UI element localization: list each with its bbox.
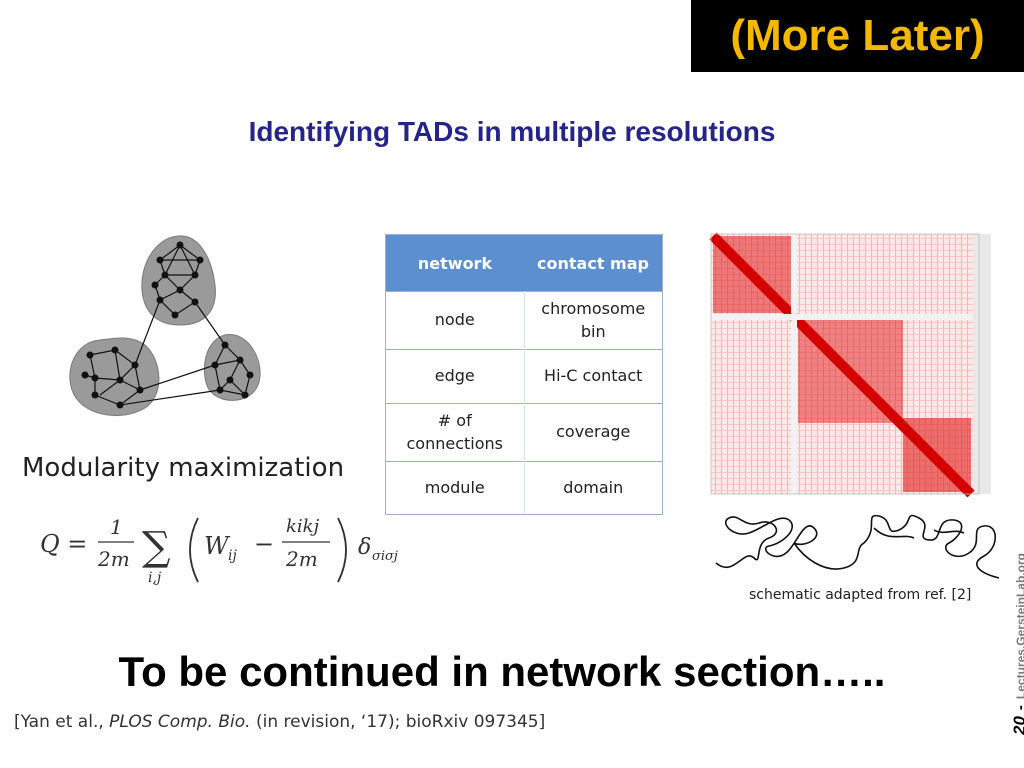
formula-frac1-den: 2m: [97, 547, 130, 571]
schematic-caption: schematic adapted from ref. [2]: [749, 587, 972, 603]
chromatin-schematic: [715, 514, 1000, 579]
table-header-row: network contact map: [386, 235, 662, 292]
module-blobs: [69, 235, 261, 416]
formula-frac2-num: kikj: [286, 516, 320, 537]
network-nodes: [81, 241, 254, 409]
formula-sum: ∑: [142, 524, 171, 570]
formula-lhs: Q =: [40, 530, 87, 558]
citation-prefix: [Yan et al.,: [14, 712, 110, 732]
side-watermark: 20 - Lectures.GersteinLab.org: [1010, 553, 1024, 735]
table-row: edge Hi-C contact: [386, 349, 662, 404]
page-dash: -: [1012, 705, 1024, 710]
diagonal: [709, 232, 975, 498]
site-url: Lectures.GersteinLab.org: [1014, 553, 1024, 700]
citation-suffix: (in revision, ‘17); bioRxiv 097345]: [250, 712, 546, 732]
page-number: 20: [1010, 716, 1024, 735]
table-row: # of connections coverage: [386, 403, 662, 462]
table-cell: Hi-C contact: [524, 349, 662, 404]
table-cell: module: [386, 461, 525, 514]
formula-minus: −: [254, 530, 274, 558]
table-cell: # of connections: [386, 403, 525, 462]
table-row: node chromosome bin: [386, 291, 662, 350]
table-cell: coverage: [524, 403, 662, 462]
table-cell: node: [386, 291, 525, 350]
citation: [Yan et al., PLOS Comp. Bio. (in revisio…: [14, 712, 545, 732]
modularity-caption: Modularity maximization: [22, 453, 345, 483]
formula-w-sub: ij: [228, 548, 237, 564]
network-modules-figure: [69, 235, 261, 416]
table-cell: chromosome bin: [524, 291, 662, 350]
more-later-badge: (More Later): [691, 0, 1024, 72]
citation-journal: PLOS Comp. Bio.: [109, 712, 251, 732]
network-contactmap-table: network contact map node chromosome bin …: [385, 234, 663, 515]
table-header-contact-map: contact map: [524, 235, 662, 292]
continued-headline: To be continued in network section…..: [118, 648, 886, 695]
formula-frac1-num: 1: [110, 515, 123, 539]
table-header-network: network: [386, 235, 524, 292]
formula-frac2-den: 2m: [285, 547, 318, 571]
hic-heatmap-image: [709, 232, 991, 498]
modularity-formula: Q = 1 2m ∑ i,j W ij − kikj 2m δ σiσj: [40, 515, 398, 586]
slide-title: Identifying TADs in multiple resolutions: [248, 116, 776, 147]
table-cell: domain: [524, 461, 662, 514]
table-row: module domain: [386, 461, 662, 514]
table-cell: edge: [386, 349, 525, 404]
formula-w: W: [204, 532, 231, 560]
formula-delta-sub: σiσj: [372, 549, 398, 564]
formula-sum-sub: i,j: [148, 570, 162, 586]
formula-delta: δ: [358, 535, 371, 560]
